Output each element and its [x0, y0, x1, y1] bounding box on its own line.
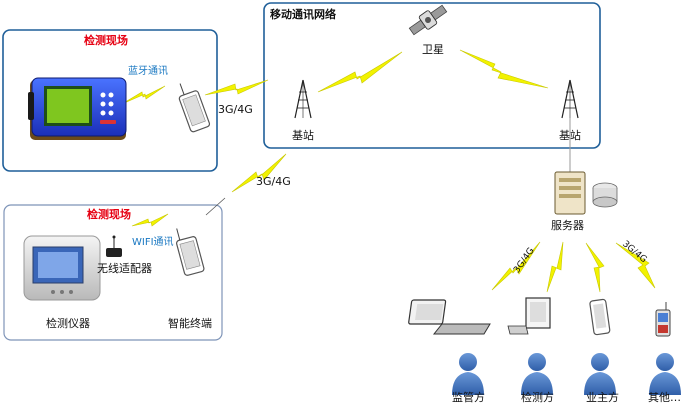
party-label-regulator: 监管方 — [452, 391, 485, 404]
wifi-label: WIFI通讯 — [132, 237, 174, 248]
lightning-server-tablet — [585, 242, 605, 293]
laptop-icon — [408, 299, 491, 335]
inspection-instrument — [23, 235, 101, 301]
lightning-site2-base — [231, 153, 287, 193]
base-station-right — [561, 79, 579, 119]
party-label-inspector: 检测方 — [521, 391, 554, 404]
database-icon — [592, 182, 618, 208]
site2-link-label: 3G/4G — [256, 175, 291, 188]
base-right-label: 基站 — [559, 129, 581, 142]
satellite-label: 卫星 — [422, 43, 444, 56]
site1-link-label: 3G/4G — [218, 103, 253, 116]
person-icon-inspector — [521, 353, 553, 395]
desktop-pc-icon — [507, 297, 551, 335]
mobile-network-frame — [263, 2, 601, 149]
bluetooth-label: 蓝牙通讯 — [128, 66, 168, 77]
lightning-site1-bt — [121, 85, 166, 105]
server-icon — [554, 171, 586, 215]
satellite-icon — [408, 4, 448, 36]
lightning-server-pc — [491, 241, 541, 291]
site1-frame — [2, 29, 218, 172]
site1-terminal — [178, 83, 211, 133]
base-station-left — [294, 79, 312, 119]
person-icon-other — [649, 353, 681, 395]
adapter-label: 无线适配器 — [97, 262, 152, 275]
link-line-site2 — [205, 197, 226, 216]
lightning-site2-wifi — [131, 213, 169, 227]
server-label: 服务器 — [551, 219, 584, 232]
mobile-phone-icon — [655, 302, 671, 337]
lightning-site1-base — [204, 79, 269, 96]
lightning-server-phone — [615, 242, 656, 289]
mobile-network-title: 移动通讯网络 — [270, 8, 336, 21]
tablet-icon — [589, 298, 611, 336]
lightning-satellite-base — [459, 49, 549, 89]
base-left-label: 基站 — [292, 129, 314, 142]
party-label-owner: 业主方 — [586, 391, 619, 404]
site2-title: 检测现场 — [87, 208, 131, 221]
person-icon-regulator — [452, 353, 484, 395]
lightning-base-satellite — [317, 51, 403, 93]
blue-detector-device — [28, 77, 127, 140]
party-label-other: 其他… — [648, 391, 681, 404]
site1-title: 检测现场 — [84, 34, 128, 47]
site2-terminal — [176, 228, 205, 276]
person-icon-owner — [584, 353, 616, 395]
instrument-label: 检测仪器 — [46, 317, 90, 330]
terminal-label: 智能终端 — [168, 317, 212, 330]
wireless-adapter — [106, 235, 122, 257]
site2-frame — [3, 204, 223, 341]
lightning-server-pc2 — [546, 241, 564, 293]
